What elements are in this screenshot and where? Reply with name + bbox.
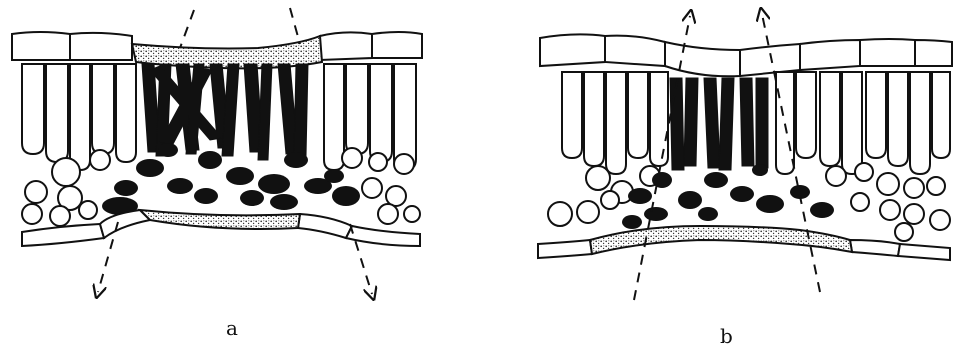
damaged-spongy-cell [167, 178, 193, 194]
panel-b-damaged-palisade [670, 78, 768, 170]
palisade-cell [324, 64, 344, 170]
panel-b-upper-epidermis [540, 34, 952, 76]
panel-b-leaf-section [538, 14, 952, 300]
spongy-cell [826, 166, 846, 186]
panel-a-label: a [226, 316, 238, 340]
damaged-palisade-cell [294, 64, 308, 156]
palisade-cell [46, 64, 68, 162]
palisade-cell [650, 72, 668, 166]
spongy-cell [90, 150, 110, 170]
palisade-cell [866, 72, 886, 158]
damaged-spongy-cell [752, 164, 768, 176]
damaged-spongy-cell [698, 207, 718, 221]
spongy-cell [378, 204, 398, 224]
damaged-spongy-cell [158, 143, 178, 157]
spongy-cell [577, 201, 599, 223]
spongy-cell [50, 206, 70, 226]
damaged-palisade-cell [756, 78, 768, 168]
spongy-cell [404, 206, 420, 222]
damaged-spongy-cell [644, 207, 668, 221]
panel-b-damaged-lower-epidermis [590, 226, 852, 254]
palisade-cell [562, 72, 582, 158]
damaged-spongy-cell [324, 169, 344, 183]
damaged-spongy-cell [652, 172, 672, 188]
damaged-palisade-cell [258, 64, 272, 160]
palisade-cell [584, 72, 604, 166]
damaged-spongy-cell [704, 172, 728, 188]
damaged-spongy-cell [240, 190, 264, 206]
damaged-spongy-cell [136, 159, 164, 177]
spongy-cell [601, 191, 619, 209]
damaged-spongy-cell [198, 151, 222, 169]
palisade-cell [932, 72, 950, 158]
spongy-cell [22, 204, 42, 224]
spongy-cell [548, 202, 572, 226]
spongy-cell [930, 210, 950, 230]
palisade-cell [116, 64, 136, 162]
palisade-cell [888, 72, 908, 166]
palisade-cell [92, 64, 114, 154]
damaged-spongy-cell [270, 194, 298, 210]
damaged-spongy-cell [628, 188, 652, 204]
palisade-cell [842, 72, 862, 174]
damaged-palisade-cell [222, 64, 239, 156]
spongy-cell [394, 154, 414, 174]
spongy-cell [880, 200, 900, 220]
spongy-cell [79, 201, 97, 219]
palisade-cell [910, 72, 930, 174]
spongy-cell [362, 178, 382, 198]
damaged-palisade-cell [704, 78, 720, 168]
spongy-cell [904, 204, 924, 224]
spongy-cell [877, 173, 899, 195]
spongy-cell [386, 186, 406, 206]
palisade-cell [796, 72, 816, 158]
damaged-spongy-cell [810, 202, 834, 218]
palisade-cell [370, 64, 392, 162]
damaged-palisade-cell [740, 78, 754, 166]
damaged-spongy-cell [678, 191, 702, 209]
palisade-cell [70, 64, 90, 170]
damaged-palisade-cell [684, 78, 698, 166]
spongy-cell [342, 148, 362, 168]
damaged-spongy-cell [284, 152, 308, 168]
damaged-spongy-cell [622, 215, 642, 229]
damaged-spongy-cell [756, 195, 784, 213]
damaged-spongy-cell [226, 167, 254, 185]
spongy-cell [25, 181, 47, 203]
panel-b-label: b [720, 324, 733, 348]
damaged-spongy-cell [258, 174, 290, 194]
damaged-spongy-cell [194, 188, 218, 204]
spongy-cell [895, 223, 913, 241]
panel-a-damaged-lower-epidermis [140, 210, 300, 229]
damaged-spongy-cell [332, 186, 360, 206]
spongy-cell [927, 177, 945, 195]
palisade-cell [820, 72, 840, 166]
palisade-cell [606, 72, 626, 174]
panel-a-leaf-section [12, 8, 422, 294]
spongy-cell [52, 158, 80, 186]
damaged-spongy-cell [730, 186, 754, 202]
spongy-cell [904, 178, 924, 198]
damaged-palisade-cell [719, 78, 734, 170]
spongy-cell [586, 166, 610, 190]
spongy-cell [851, 193, 869, 211]
palisade-cell [628, 72, 648, 158]
damaged-palisade-cell [670, 78, 684, 170]
spongy-cell [855, 163, 873, 181]
damaged-spongy-cell [114, 180, 138, 196]
palisade-cell [22, 64, 44, 154]
palisade-cell [346, 64, 368, 154]
spongy-cell [369, 153, 387, 171]
palisade-cell [776, 72, 794, 174]
